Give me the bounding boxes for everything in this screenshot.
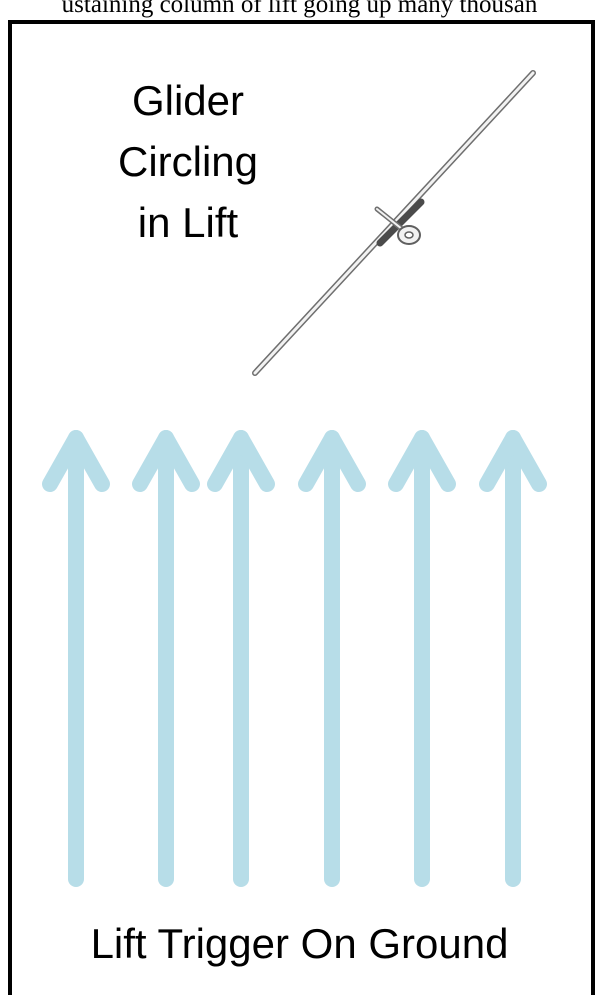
lift-arrow-3 [207, 430, 275, 887]
glider-label: Glider Circling in Lift [88, 70, 288, 253]
lift-arrows [42, 430, 547, 887]
glider-wing-root [376, 198, 425, 247]
glider-label-line-2: Circling [117, 138, 259, 185]
bottom-label: Lift Trigger On Ground [90, 920, 509, 967]
top-caption-partial: ustaining column of lift going up many t… [61, 0, 538, 18]
lift-arrow-4 [298, 430, 366, 887]
diagram-frame [8, 20, 595, 995]
lift-arrow-1 [42, 430, 110, 887]
glider-icon [252, 70, 536, 376]
glider-label-line-1: Glider [131, 77, 245, 124]
glider-label-line-3: in Lift [137, 199, 239, 246]
lift-arrow-2 [132, 430, 200, 887]
lift-arrow-5 [388, 430, 456, 887]
glider-canopy [404, 231, 414, 239]
lift-arrow-6 [479, 430, 547, 887]
